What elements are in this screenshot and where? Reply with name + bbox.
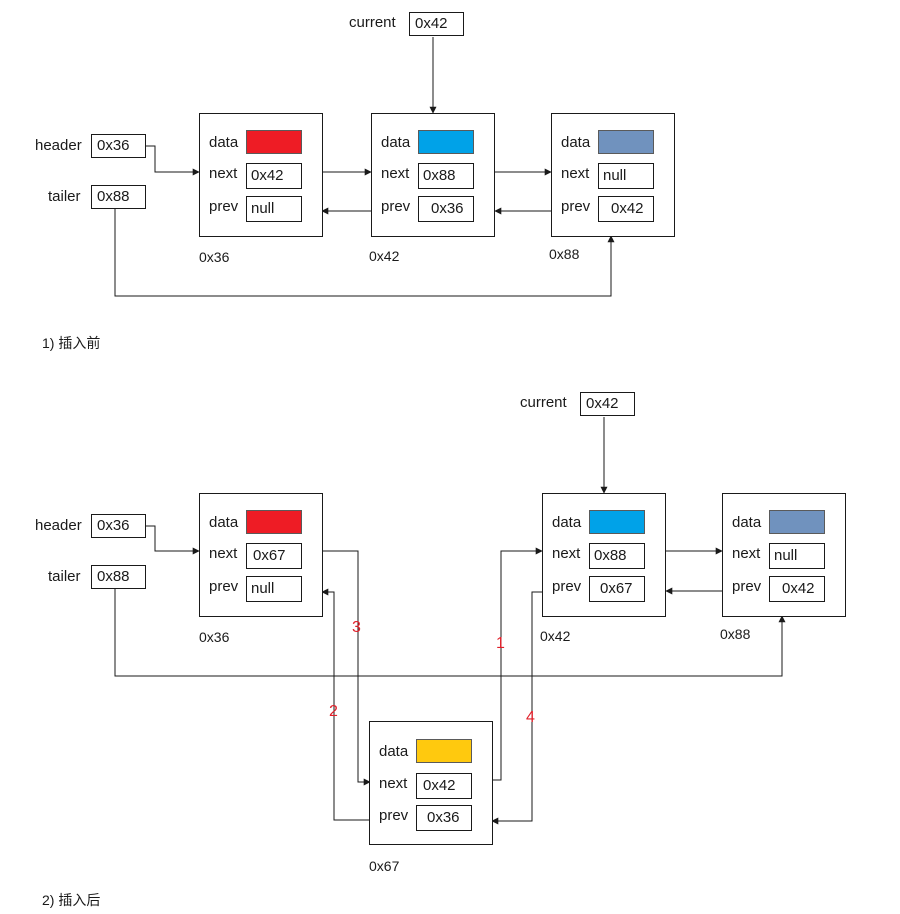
node-address: 0x88	[720, 626, 751, 642]
next-label: next	[209, 545, 238, 562]
prev-label: prev	[561, 198, 591, 215]
current-pointer-box: 0x42	[409, 12, 464, 36]
next-label: next	[561, 165, 590, 182]
current-label: current	[349, 14, 396, 31]
step-number-2: 2	[329, 703, 338, 720]
arrow-tailer-to-node-0x88	[114, 209, 615, 297]
data-swatch-yellow	[416, 739, 472, 763]
tailer-label: tailer	[48, 568, 81, 585]
data-swatch-red	[246, 130, 302, 154]
data-label: data	[209, 134, 239, 151]
next-label: next	[379, 775, 408, 792]
tailer-pointer-box: 0x88	[91, 565, 146, 589]
header-label: header	[35, 517, 82, 534]
current-pointer-box: 0x42	[580, 392, 635, 416]
data-label: data	[561, 134, 591, 151]
caption-before: 1) 插入前	[42, 335, 101, 351]
prev-field: null	[246, 196, 302, 222]
data-swatch-red	[246, 510, 302, 534]
node-address: 0x42	[369, 248, 400, 264]
next-field: null	[769, 543, 825, 569]
next-label: next	[552, 545, 581, 562]
next-field: 0x88	[418, 163, 474, 189]
prev-label: prev	[381, 198, 411, 215]
node-0x36: data next 0x67 prev null	[199, 493, 323, 617]
node-0x88: data next null prev 0x42	[551, 113, 675, 237]
node-address: 0x67	[369, 858, 400, 874]
prev-label: prev	[732, 578, 762, 595]
node-address: 0x42	[540, 628, 571, 644]
data-label: data	[552, 514, 582, 531]
node-0x67-new: data next 0x42 prev 0x36	[369, 721, 493, 845]
arrow-header-to-node-0x36-after	[145, 525, 200, 555]
prev-label: prev	[209, 578, 239, 595]
arrow-step4-prev-0x42-to-node-0x67	[491, 591, 599, 825]
tailer-pointer-box: 0x88	[91, 185, 146, 209]
prev-field: null	[246, 576, 302, 602]
node-0x42: data next 0x88 prev 0x67	[542, 493, 666, 617]
node-address: 0x36	[199, 249, 230, 265]
prev-field: 0x67	[589, 576, 645, 602]
next-field: 0x42	[246, 163, 302, 189]
next-field: null	[598, 163, 654, 189]
next-label: next	[732, 545, 761, 562]
current-label: current	[520, 394, 567, 411]
data-label: data	[209, 514, 239, 531]
prev-field: 0x42	[769, 576, 825, 602]
step-number-3: 3	[352, 619, 361, 636]
caption-after: 2) 插入后	[42, 892, 101, 908]
data-label: data	[379, 743, 409, 760]
prev-field: 0x36	[416, 805, 472, 831]
node-address: 0x88	[549, 246, 580, 262]
prev-label: prev	[209, 198, 239, 215]
header-pointer-box: 0x36	[91, 514, 146, 538]
next-label: next	[209, 165, 238, 182]
data-swatch-blue	[418, 130, 474, 154]
prev-field: 0x42	[598, 196, 654, 222]
step-number-1: 1	[496, 635, 505, 652]
arrow-tailer-to-node-0x88-after	[114, 589, 786, 677]
step-number-4: 4	[526, 709, 535, 726]
node-0x88: data next null prev 0x42	[722, 493, 846, 617]
data-label: data	[381, 134, 411, 151]
node-address: 0x36	[199, 629, 230, 645]
next-label: next	[381, 165, 410, 182]
data-label: data	[732, 514, 762, 531]
next-field: 0x88	[589, 543, 645, 569]
arrow-header-to-node-0x36	[145, 145, 200, 176]
prev-label: prev	[379, 807, 409, 824]
data-swatch-steel-blue	[769, 510, 825, 534]
next-field: 0x67	[246, 543, 302, 569]
tailer-label: tailer	[48, 188, 81, 205]
prev-field: 0x36	[418, 196, 474, 222]
header-pointer-box: 0x36	[91, 134, 146, 158]
data-swatch-blue	[589, 510, 645, 534]
data-swatch-steel-blue	[598, 130, 654, 154]
next-field: 0x42	[416, 773, 472, 799]
header-label: header	[35, 137, 82, 154]
prev-label: prev	[552, 578, 582, 595]
node-0x42: data next 0x88 prev 0x36	[371, 113, 495, 237]
node-0x36: data next 0x42 prev null	[199, 113, 323, 237]
arrow-step3-next-0x36-to-node-0x67	[292, 550, 371, 786]
